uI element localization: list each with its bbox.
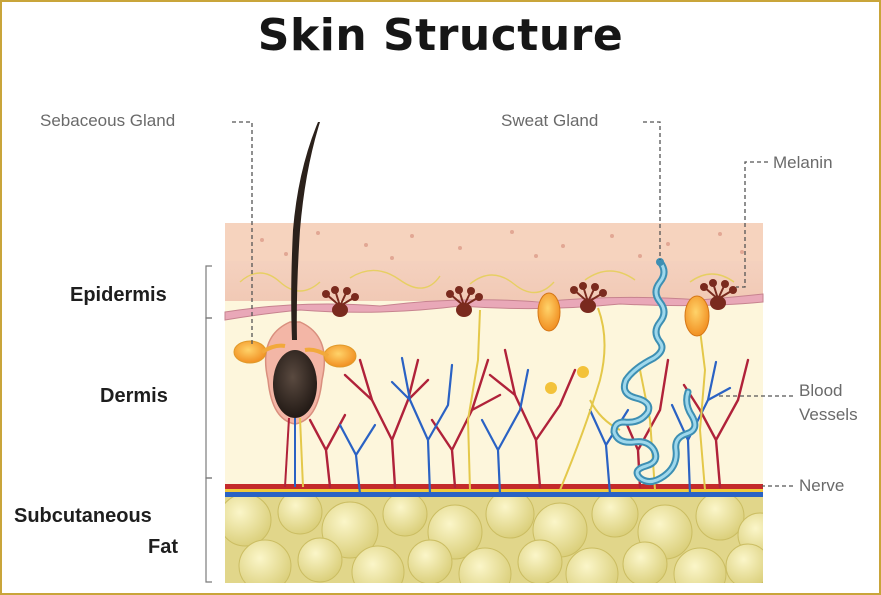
diagram-title: Skin Structure [0,10,881,61]
label-sweat-gland: Sweat Gland [501,111,598,131]
main-nerve-band [225,489,763,492]
nerve-ending [545,382,557,394]
nerve-ending [577,366,589,378]
label-melanin: Melanin [773,153,833,173]
sensory-receptor [538,293,560,331]
layer-label-fat: Fat [148,536,178,559]
layer-label-dermis: Dermis [100,385,168,408]
label-blood-vessels-line1: Blood [799,381,842,401]
layer-brackets [206,266,212,582]
layer-label-epidermis: Epidermis [70,284,167,307]
label-blood-vessels-line2: Vessels [799,405,858,425]
stratum-corneum [225,223,763,261]
layer-label-subcutaneous: Subcutaneous [14,505,152,528]
sensory-receptor [685,296,709,336]
main-vein [225,492,763,497]
label-nerve: Nerve [799,476,844,496]
label-sebaceous-gland: Sebaceous Gland [40,111,175,131]
